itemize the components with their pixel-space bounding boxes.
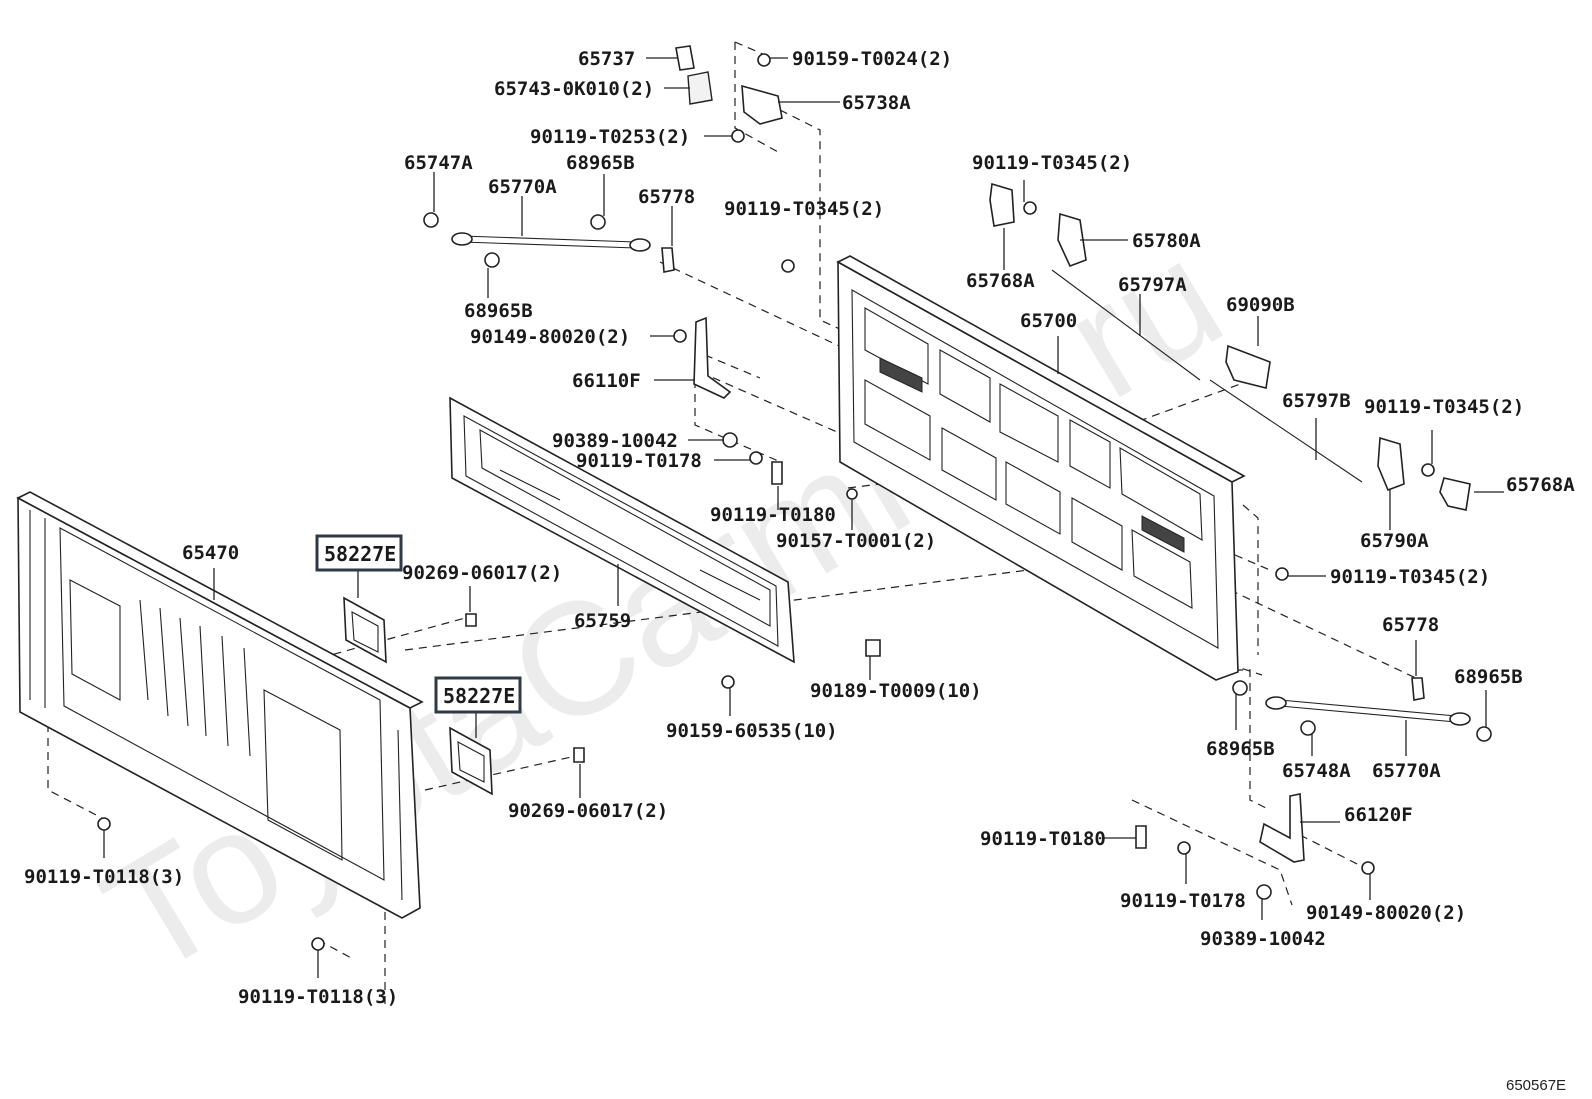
part-label-90119-T0180-top: 90119-T0180 <box>710 504 836 526</box>
part-label-58227-top: 58227E <box>324 542 396 566</box>
part-label-68965B-low: 68965B <box>1206 738 1275 760</box>
license-lamp-58227-top <box>343 596 387 664</box>
part-label-58227-bottom: 58227E <box>443 684 515 708</box>
part-label-90119-T0178-bottom: 90119-T0178 <box>1120 890 1246 912</box>
part-label-90269-06017-top: 90269-06017(2) <box>402 562 562 584</box>
part-label-68965B-right: 68965B <box>1454 666 1523 688</box>
part-label-65778-top: 65778 <box>638 186 695 208</box>
part-label-65780A: 65780A <box>1132 230 1201 252</box>
part-label-90119-T0253: 90119-T0253(2) <box>530 126 690 148</box>
part-labels: 65737 90159-T0024(2) 65743-0K010(2) 6573… <box>24 48 1575 1008</box>
part-label-90157-T0001: 90157-T0001(2) <box>776 530 936 552</box>
part-label-66110F: 66110F <box>572 370 641 392</box>
part-label-68965B-top: 68965B <box>566 152 635 174</box>
part-label-90119-T0118-left: 90119-T0118(3) <box>24 866 184 888</box>
diagram-code: 650567E <box>1506 1077 1566 1094</box>
part-label-90159-60535: 90159-60535(10) <box>666 720 838 742</box>
part-label-69090B: 69090B <box>1226 294 1295 316</box>
part-label-65790A: 65790A <box>1360 530 1429 552</box>
part-label-65778-right: 65778 <box>1382 614 1439 636</box>
part-label-90119-T0345-a: 90119-T0345(2) <box>972 152 1132 174</box>
part-label-68965B-mid: 68965B <box>464 300 533 322</box>
part-label-90269-06017-bottom: 90269-06017(2) <box>508 800 668 822</box>
part-label-90119-T0118-bottom: 90119-T0118(3) <box>238 986 398 1008</box>
part-label-65737: 65737 <box>578 48 635 70</box>
part-label-90119-T0180-bottom: 90119-T0180 <box>980 828 1106 850</box>
part-label-90119-T0345-d: 90119-T0345(2) <box>1330 566 1490 588</box>
part-label-90119-T0345-b: 90119-T0345(2) <box>724 198 884 220</box>
part-label-65759: 65759 <box>574 610 631 632</box>
license-lamp-58227-bottom <box>449 726 493 796</box>
callout-box-58227-top <box>315 534 403 572</box>
callout-box-58227-bottom <box>434 676 522 714</box>
part-label-65738A: 65738A <box>842 92 911 114</box>
part-label-90119-T0178-top: 90119-T0178 <box>576 450 702 472</box>
part-label-66120F: 66120F <box>1344 804 1413 826</box>
outer-panel-65470 <box>16 491 424 919</box>
inner-panel-65759 <box>449 396 795 664</box>
part-label-65470: 65470 <box>182 542 239 564</box>
part-label-90159-T0024: 90159-T0024(2) <box>792 48 952 70</box>
part-label-65768A-left: 65768A <box>966 270 1035 292</box>
part-label-90149-80020-bottom: 90149-80020(2) <box>1306 902 1466 924</box>
part-label-90149-80020-top: 90149-80020(2) <box>470 326 630 348</box>
part-label-65797A: 65797A <box>1118 274 1187 296</box>
part-label-65770A-right: 65770A <box>1372 760 1441 782</box>
leader-lines <box>103 57 1504 978</box>
part-label-65747A: 65747A <box>404 152 473 174</box>
part-label-90389-10042-bottom: 90389-10042 <box>1200 928 1326 950</box>
part-label-90389-10042-top: 90389-10042 <box>552 430 678 452</box>
part-label-90189-T0009: 90189-T0009(10) <box>810 680 982 702</box>
part-label-65797B: 65797B <box>1282 390 1351 412</box>
part-label-65700: 65700 <box>1020 310 1077 332</box>
part-label-65768A-right: 65768A <box>1506 474 1575 496</box>
tailgate-shell-65700 <box>836 255 1246 681</box>
hardware-parts <box>97 45 1492 951</box>
part-label-90119-T0345-c: 90119-T0345(2) <box>1364 396 1524 418</box>
part-label-65748A: 65748A <box>1282 760 1351 782</box>
part-label-65770A-top: 65770A <box>488 176 557 198</box>
part-label-65743-0K010: 65743-0K010(2) <box>494 78 654 100</box>
